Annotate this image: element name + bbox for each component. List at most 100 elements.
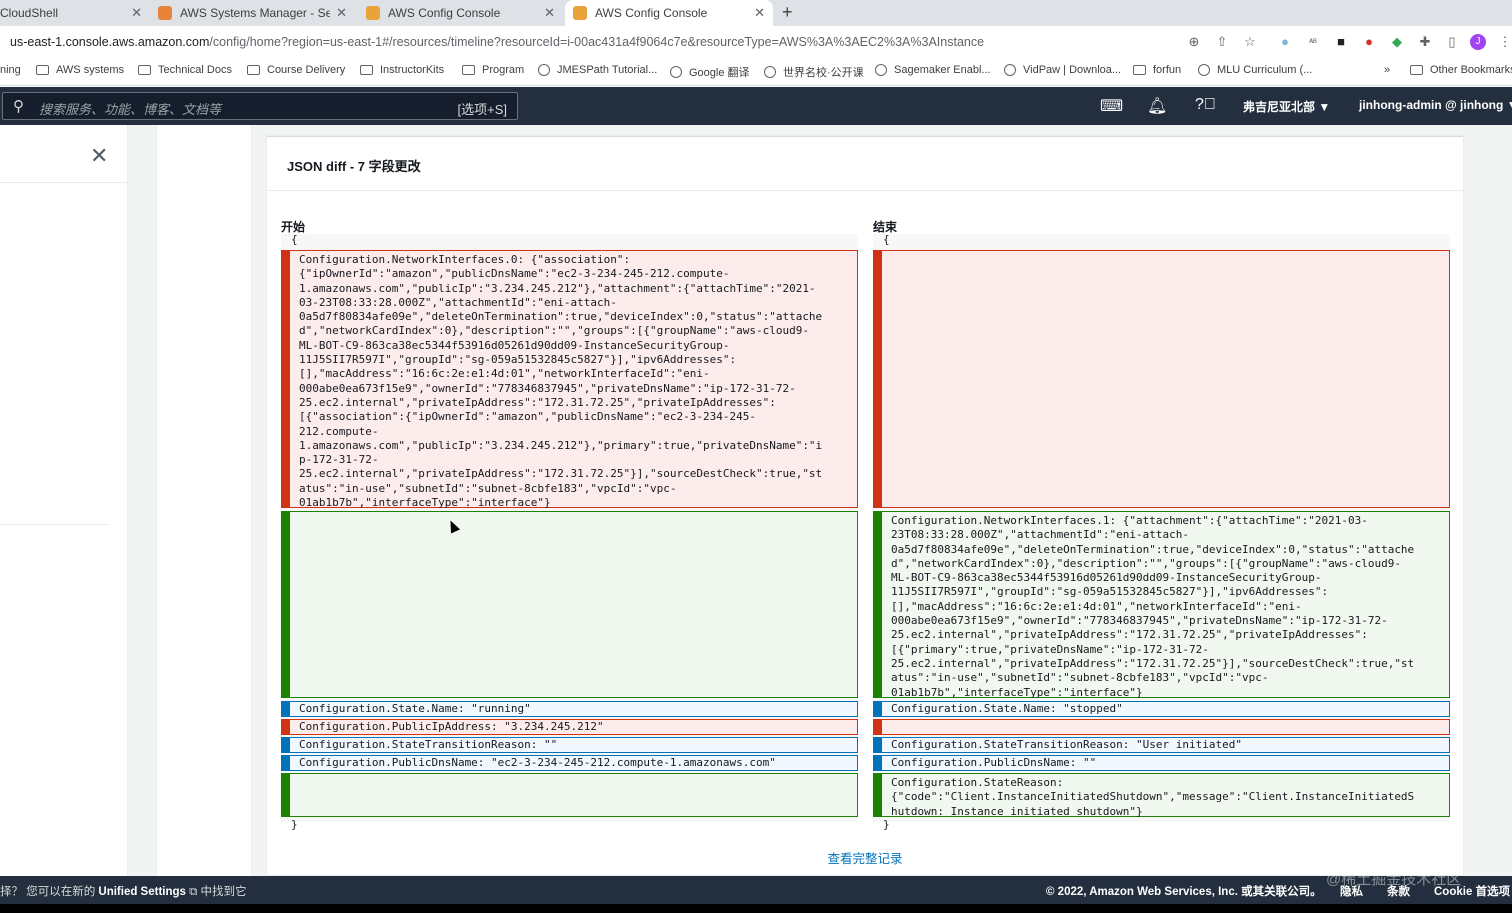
bookmark-label: ning: [0, 64, 21, 76]
diff-changed-block: Configuration.State.Name: "stopped": [873, 701, 1450, 717]
diff-changed-block: Configuration.PublicDnsName: "": [873, 755, 1450, 771]
bookmark-label: VidPaw | Downloa...: [1023, 64, 1122, 76]
tab-systems-manager[interactable]: AWS Systems Manager - Sessi ✕: [150, 0, 355, 26]
bookmark-label: JMESPath Tutorial...: [557, 64, 658, 76]
notice-prefix: 择？ 您可以在新的: [0, 886, 99, 898]
unified-settings-link[interactable]: Unified Settings: [98, 886, 186, 898]
zoom-icon[interactable]: ⊕: [1188, 34, 1200, 49]
divider: [0, 182, 128, 183]
search-input[interactable]: ⚲ 搜索服务、功能、博客、文档等 [选项+S]: [2, 92, 518, 120]
bookmark-item[interactable]: AWS systems: [36, 64, 124, 76]
bookmark-label: »: [1384, 64, 1391, 76]
unified-settings-notice: 择？ 您可以在新的 Unified Settings ⧉ 中找到它: [0, 883, 247, 899]
extension-icon[interactable]: ■: [1337, 34, 1345, 49]
close-tab-icon[interactable]: ✕: [131, 5, 142, 20]
navigation-gutter: [128, 125, 252, 876]
folder-icon: [247, 65, 260, 75]
bookmark-item[interactable]: Sagemaker Enabl...: [875, 64, 991, 76]
extension-icon[interactable]: ●: [1365, 34, 1373, 49]
bookmark-item[interactable]: JMESPath Tutorial...: [538, 64, 657, 76]
aws-service-icon: [158, 6, 172, 20]
divider: [267, 190, 1463, 191]
bookmark-label: Google 翻译: [689, 67, 750, 79]
folder-icon: [1133, 65, 1146, 75]
close-brace: }: [883, 818, 890, 831]
search-shortcut: [选项+S]: [457, 102, 508, 117]
bookmark-item[interactable]: forfun: [1133, 64, 1181, 76]
divider: [267, 136, 1463, 137]
view-full-record-link[interactable]: 查看完整记录: [827, 852, 903, 866]
avatar[interactable]: J: [1470, 34, 1486, 50]
privacy-link[interactable]: 隐私: [1340, 886, 1363, 898]
end-column: { Configuration.NetworkInterfaces.1: {"a…: [873, 233, 1450, 831]
help-icon[interactable]: ?⃝: [1195, 96, 1216, 113]
start-column-title: 开始: [281, 220, 306, 234]
share-icon[interactable]: ⇧: [1216, 34, 1228, 49]
close-icon[interactable]: ✕: [90, 143, 109, 168]
diff-added-block: [281, 511, 858, 698]
bookmarks-overflow-button[interactable]: »: [1384, 64, 1390, 76]
diff-changed-block: Configuration.StateTransitionReason: "Us…: [873, 737, 1450, 753]
diff-title: JSON diff - 7 字段更改: [287, 159, 421, 174]
open-brace: {: [883, 233, 890, 246]
close-tab-icon[interactable]: ✕: [754, 5, 765, 20]
bookmark-item[interactable]: VidPaw | Downloa...: [1004, 64, 1121, 76]
diff-added-block: Configuration.StateReason: {"code":"Clie…: [873, 773, 1450, 818]
json-diff-card: JSON diff - 7 字段更改 开始 结束 { Configuration…: [266, 135, 1464, 876]
address-bar[interactable]: us-east-1.console.aws.amazon.com/config/…: [0, 26, 1512, 58]
new-tab-button[interactable]: +: [782, 2, 793, 22]
bookmark-item[interactable]: Google 翻译: [670, 64, 750, 80]
bookmarks-bar: ning AWS systems Technical Docs Course D…: [0, 58, 1512, 86]
folder-icon: [36, 65, 49, 75]
start-column: { Configuration.NetworkInterfaces.0: {"a…: [281, 233, 858, 831]
bookmark-item[interactable]: 世界名校·公开课: [764, 64, 864, 80]
account-menu[interactable]: jinhong-admin @ jinhong ▼: [1359, 98, 1512, 112]
extension-icon[interactable]: ●: [1281, 34, 1289, 49]
tab-title: CloudShell: [0, 6, 59, 20]
bookmark-item[interactable]: Program: [462, 64, 524, 76]
bookmark-item[interactable]: Course Delivery: [247, 64, 345, 76]
diff-changed-block: Configuration.StateTransitionReason: "": [281, 737, 858, 753]
bookmark-item[interactable]: Technical Docs: [138, 64, 232, 76]
cloudshell-icon[interactable]: ⌨: [1100, 98, 1124, 115]
diff-added-block: [281, 773, 858, 817]
cookie-preferences-link[interactable]: Cookie 首选项: [1434, 886, 1511, 898]
region-selector[interactable]: 弗吉尼亚北部 ▼: [1243, 100, 1331, 114]
bookmark-item[interactable]: Other Bookmarks: [1410, 64, 1512, 76]
tab-title: AWS Systems Manager - Sessi: [180, 6, 330, 20]
diff-added-block: Configuration.NetworkInterfaces.1: {"att…: [873, 511, 1450, 699]
url-host: us-east-1.console.aws.amazon.com: [10, 35, 210, 49]
bookmark-label: Sagemaker Enabl...: [894, 64, 991, 76]
tab-cloudshell[interactable]: CloudShell ✕: [0, 0, 150, 26]
close-tab-icon[interactable]: ✕: [544, 5, 555, 20]
bookmark-star-icon[interactable]: ☆: [1244, 34, 1256, 49]
extension-icon[interactable]: ᴬᴮ: [1309, 37, 1317, 47]
sidebar-icon[interactable]: ▯: [1448, 34, 1456, 49]
url-text[interactable]: us-east-1.console.aws.amazon.com/config/…: [10, 35, 984, 49]
terms-link[interactable]: 条款: [1387, 886, 1410, 898]
diff-changed-block: Configuration.PublicDnsName: "ec2-3-234-…: [281, 755, 858, 771]
end-column-title: 结束: [873, 220, 898, 234]
menu-icon[interactable]: ⋮: [1498, 34, 1512, 49]
globe-icon: [875, 64, 887, 76]
bookmark-label: InstructorKits: [380, 64, 445, 76]
extension-icon[interactable]: ◆: [1392, 34, 1402, 49]
bookmark-item[interactable]: ning: [0, 64, 21, 76]
diff-text: Configuration.StateTransitionReason: "Us…: [891, 738, 1242, 751]
bookmark-item[interactable]: MLU Curriculum (...: [1198, 64, 1312, 76]
folder-icon: [1410, 65, 1423, 75]
diff-text: Configuration.PublicDnsName: "": [891, 756, 1097, 769]
aws-config-icon: [366, 6, 380, 20]
notifications-bell-icon[interactable]: 🔔︎: [1147, 98, 1168, 115]
bookmark-item[interactable]: InstructorKits: [360, 64, 444, 76]
bookmark-label: Program: [482, 64, 525, 76]
diff-text: Configuration.State.Name: "stopped": [891, 702, 1123, 715]
divider: [0, 524, 110, 525]
side-panel: ✕: [0, 125, 128, 876]
bookmark-label: Technical Docs: [158, 64, 232, 76]
close-tab-icon[interactable]: ✕: [336, 5, 347, 20]
bookmark-label: 世界名校·公开课: [783, 67, 864, 79]
tab-config-console[interactable]: AWS Config Console ✕: [358, 0, 563, 26]
puzzle-icon[interactable]: ✚: [1419, 34, 1431, 49]
tab-config-console-active[interactable]: AWS Config Console ✕: [565, 0, 773, 26]
